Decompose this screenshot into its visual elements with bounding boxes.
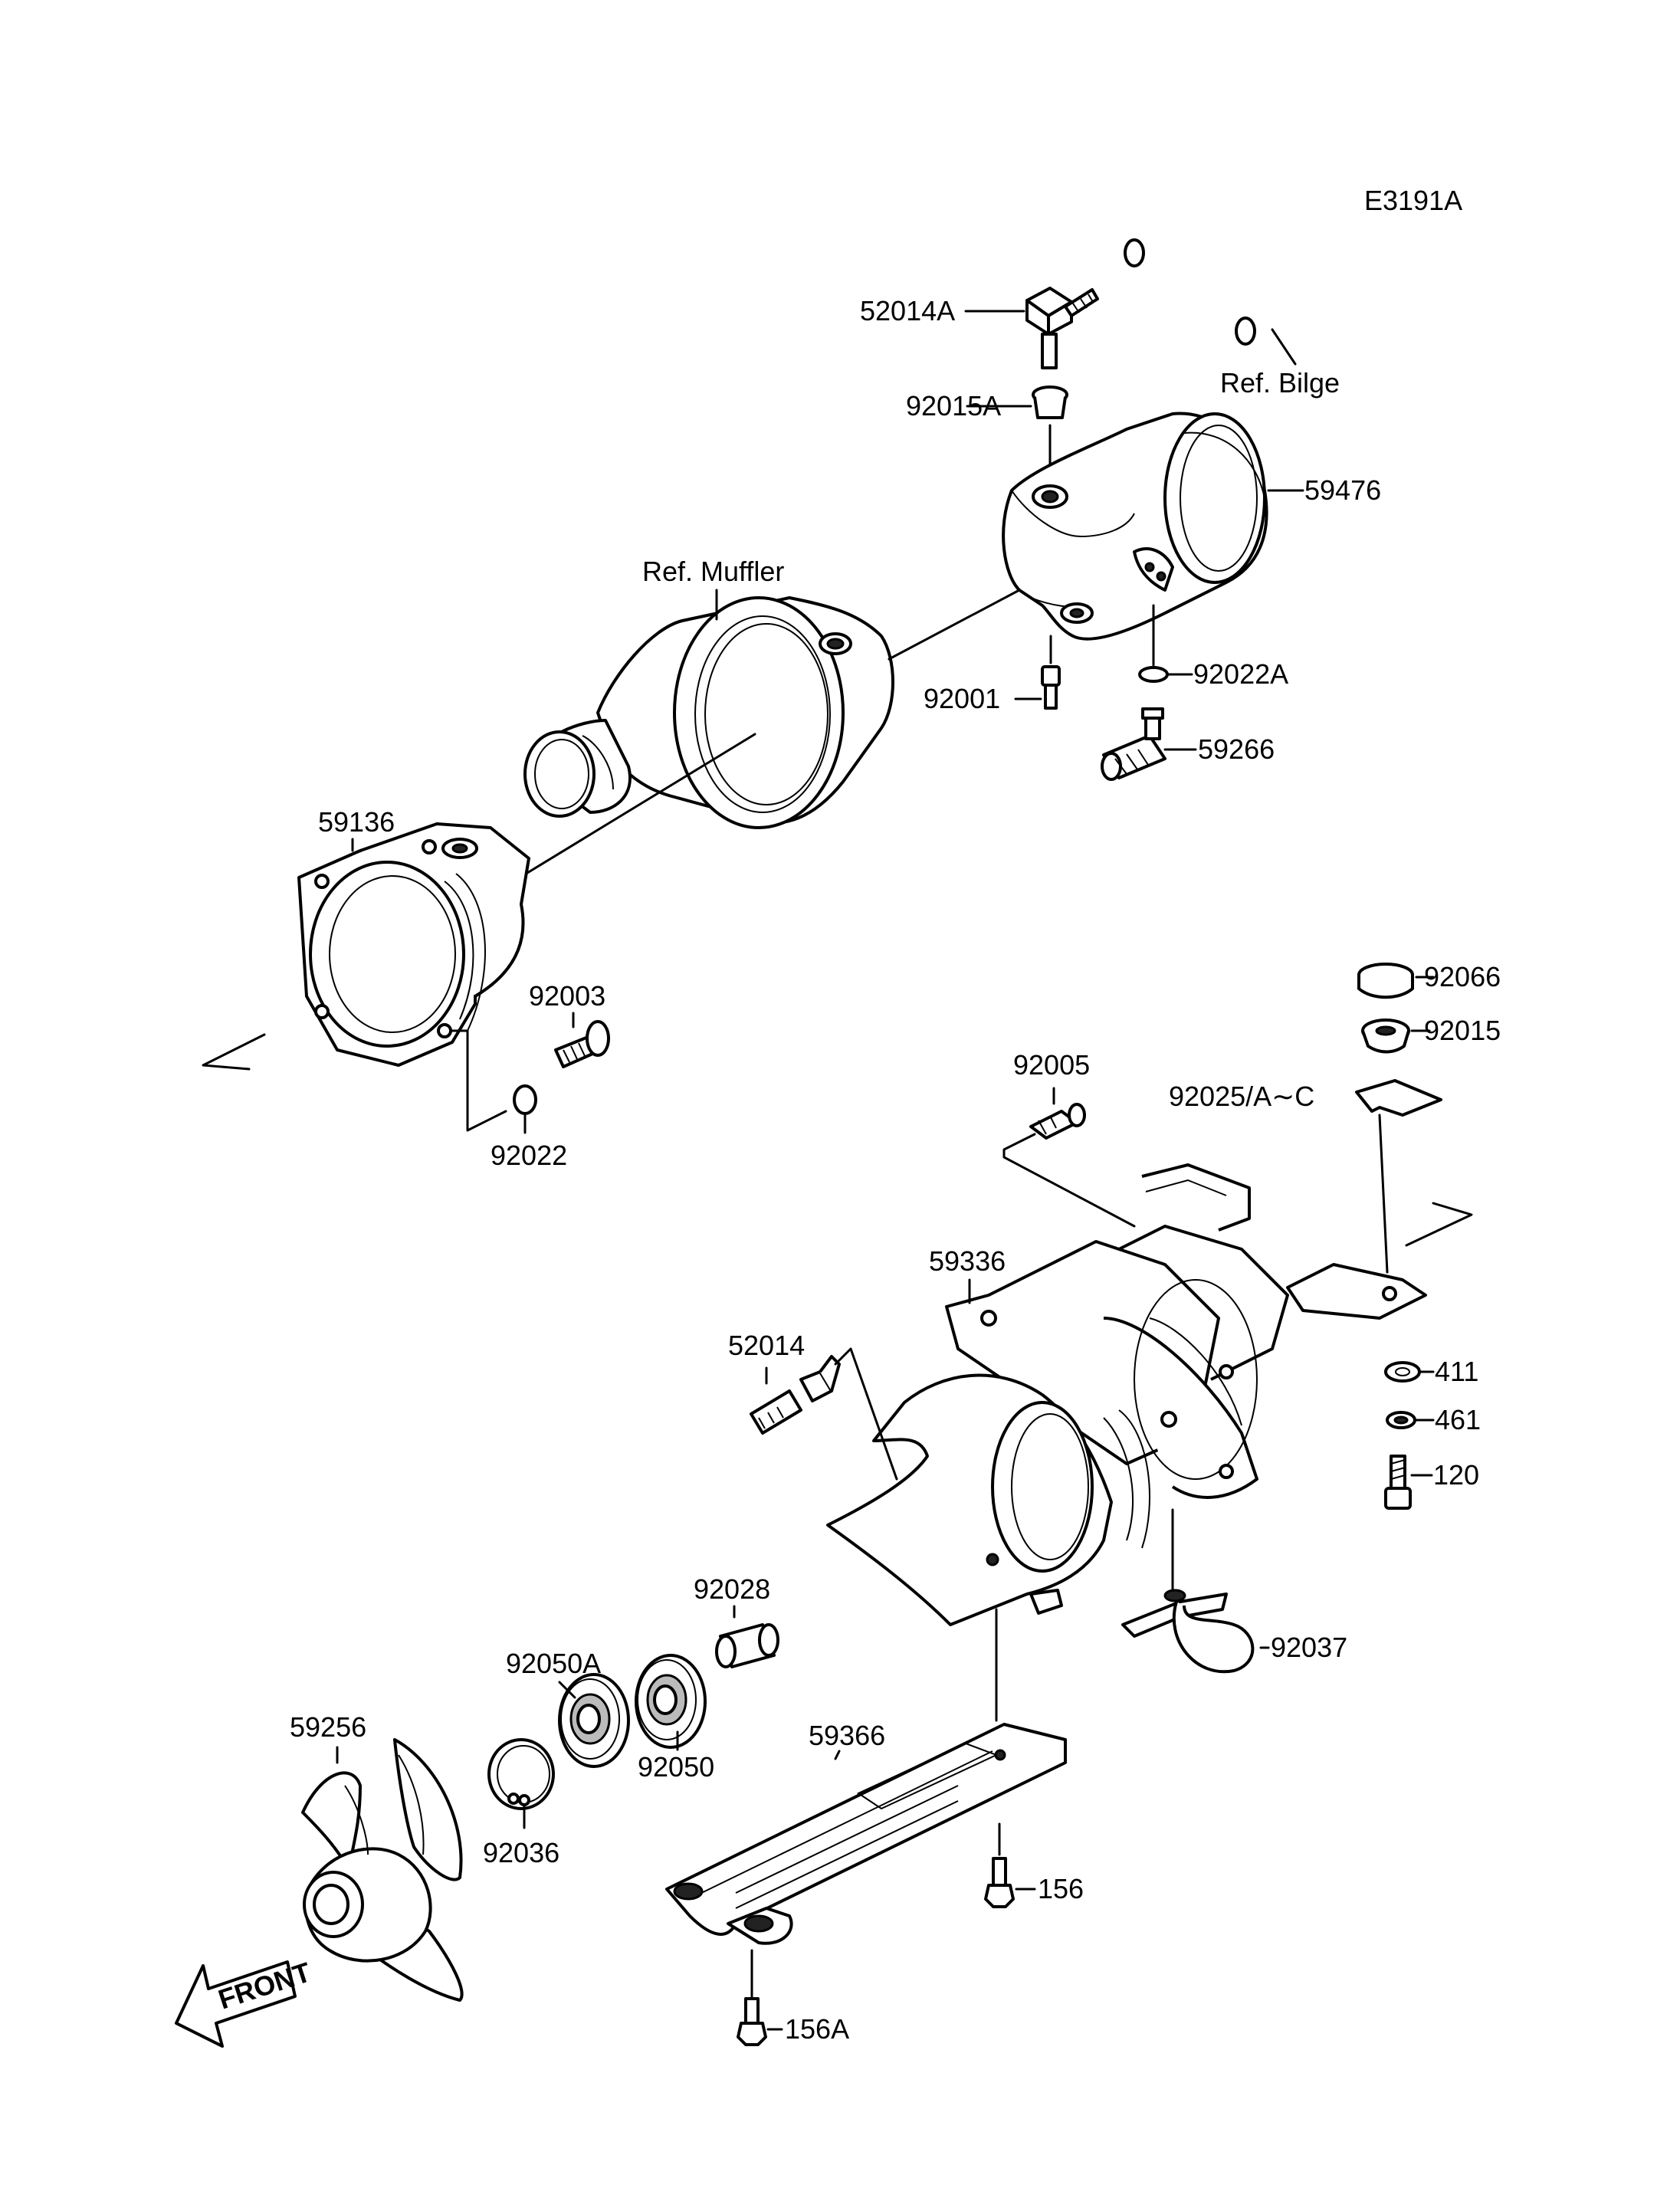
shim-92025 [1355,1079,1442,1117]
part-label-92022A: 92022A [1193,658,1288,690]
bolt-120 [1384,1455,1412,1510]
housing-59136 [297,822,530,1067]
pump-case-59336 [826,1163,1427,1626]
washer-92022 [513,1084,537,1115]
part-label-92015A: 92015A [906,390,1001,422]
impeller-59256 [301,1738,464,2002]
ride-plate-59366 [665,1723,1067,1945]
part-label-52014A: 52014A [860,295,955,326]
bolt-92003 [554,1020,610,1068]
part-label-92037: 92037 [1271,1632,1347,1663]
grommet-92015A [1032,385,1068,419]
part-label-156A: 156A [785,2013,849,2045]
part-label-461: 461 [1435,1404,1481,1435]
part-label-92022: 92022 [491,1140,567,1171]
part-label-92066: 92066 [1424,961,1501,992]
grease-nipple-92005 [1029,1103,1086,1140]
cap-92066 [1357,963,1414,999]
part-label-92036: 92036 [483,1837,559,1868]
part-label-59476: 59476 [1304,474,1381,506]
grommet-92015 [1361,1018,1410,1054]
clamp-92037 [1121,1589,1255,1674]
bilge-hose [1120,200,1319,346]
bolt-156 [984,1857,1015,1908]
part-label-92003: 92003 [529,980,605,1012]
part-label-92025: 92025/A∼C [1169,1081,1314,1112]
part-label-59366: 59366 [809,1720,885,1751]
part-label-59136: 59136 [318,806,395,838]
part-label-59256: 59256 [290,1711,366,1743]
collar-92028 [715,1623,779,1668]
part-label-92050A: 92050A [506,1648,601,1679]
fitting-59266 [1101,707,1166,781]
part-label-52014: 52014 [728,1330,805,1361]
part-label-156: 156 [1038,1873,1084,1904]
part-label-92015: 92015 [1424,1015,1501,1046]
bearing-holder-59476 [1002,412,1268,641]
washer-92022A [1138,666,1169,683]
part-label-120: 120 [1433,1459,1479,1491]
elbow-fitting-52014A [1025,287,1099,369]
bolt-156A [737,1997,767,2046]
part-label-92050: 92050 [638,1751,714,1783]
ref-muffler-label: Ref. Muffler [642,556,784,587]
washer-411 [1384,1361,1421,1383]
bolt-92001 [1041,665,1061,710]
muffler-housing [523,596,894,829]
bearing-92050 [635,1654,707,1749]
part-label-92001: 92001 [924,683,1000,714]
diagram-code: E3191A [1364,185,1462,216]
part-label-92005: 92005 [1013,1049,1090,1081]
part-label-92028: 92028 [694,1573,770,1605]
part-label-59266: 59266 [1198,733,1275,765]
part-label-411: 411 [1435,1356,1478,1387]
front-arrow-icon: FRONT [175,1956,314,2048]
fitting-52014 [750,1355,841,1435]
snap-ring-92036 [487,1738,555,1810]
bearing-92050A [558,1673,630,1768]
part-label-59336: 59336 [929,1245,1006,1277]
ref-bilge-label: Ref. Bilge [1220,367,1340,399]
